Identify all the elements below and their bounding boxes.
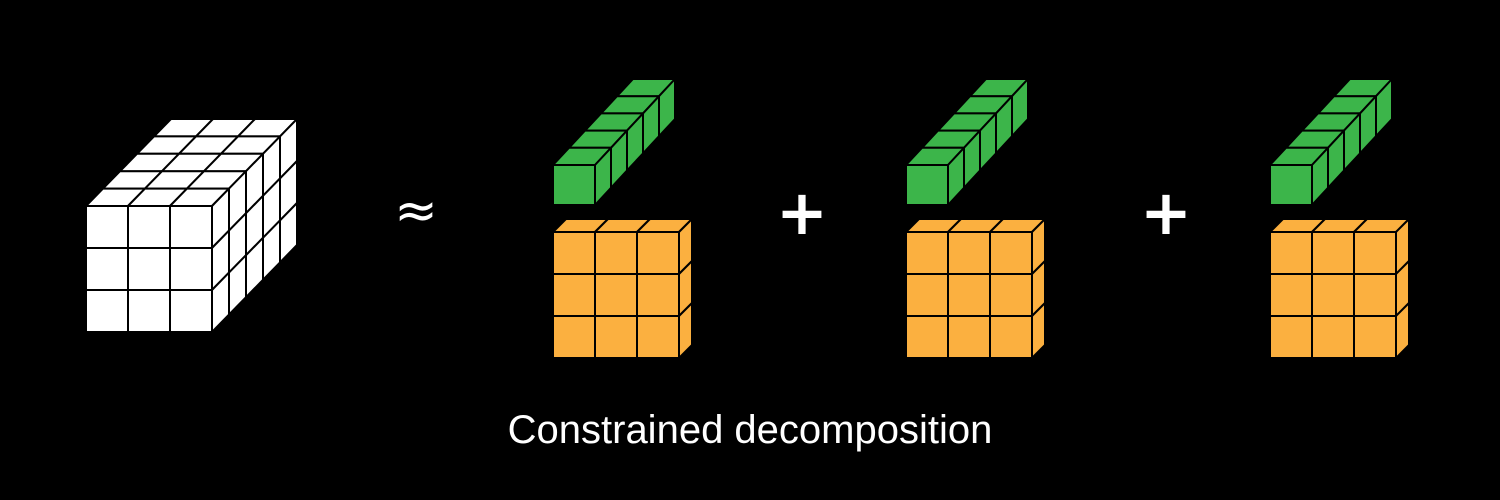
block-front-cell [1353,315,1397,359]
block-front-cell [1269,273,1313,317]
block-front-cell [947,231,991,275]
block-front-cell [552,164,596,206]
plus-symbol: + [776,176,828,249]
factor-vector-bar [905,78,1029,206]
factor-matrix-block [1269,218,1410,359]
block-front-cell [636,273,680,317]
block-front-cell [1269,231,1313,275]
block-front-cell [1353,231,1397,275]
block-front-cell [594,231,638,275]
block-front-cell [947,315,991,359]
block-front-cell [594,273,638,317]
block-front-cell [169,289,213,333]
block-front-cell [127,247,171,291]
block-front-cell [85,247,129,291]
block-front-cell [127,289,171,333]
block-front-cell [85,289,129,333]
block-front-cell [989,231,1033,275]
block-front-cell [905,231,949,275]
block-front-cell [594,315,638,359]
block-front-cell [552,273,596,317]
block-front-cell [1269,164,1313,206]
block-front-cell [905,315,949,359]
block-front-cell [636,231,680,275]
factor-matrix-block [552,218,693,359]
approx-symbol: ≈ [394,181,438,241]
block-front-cell [905,273,949,317]
block-front-cell [636,315,680,359]
data-tensor-cube [85,118,298,333]
factor-vector-bar [1269,78,1393,206]
block-front-cell [989,273,1033,317]
block-front-cell [905,164,949,206]
block-front-cell [1269,315,1313,359]
plus-symbol: + [1140,176,1192,249]
diagram-caption: Constrained decomposition [507,408,993,452]
factor-vector-bar [552,78,676,206]
block-front-cell [552,315,596,359]
block-front-cell [85,205,129,249]
block-front-cell [1311,315,1355,359]
block-front-cell [127,205,171,249]
block-front-cell [989,315,1033,359]
block-front-cell [1311,273,1355,317]
block-front-cell [1311,231,1355,275]
block-front-cell [552,231,596,275]
block-front-cell [169,247,213,291]
block-front-cell [169,205,213,249]
block-front-cell [1353,273,1397,317]
factor-matrix-block [905,218,1046,359]
block-front-cell [947,273,991,317]
